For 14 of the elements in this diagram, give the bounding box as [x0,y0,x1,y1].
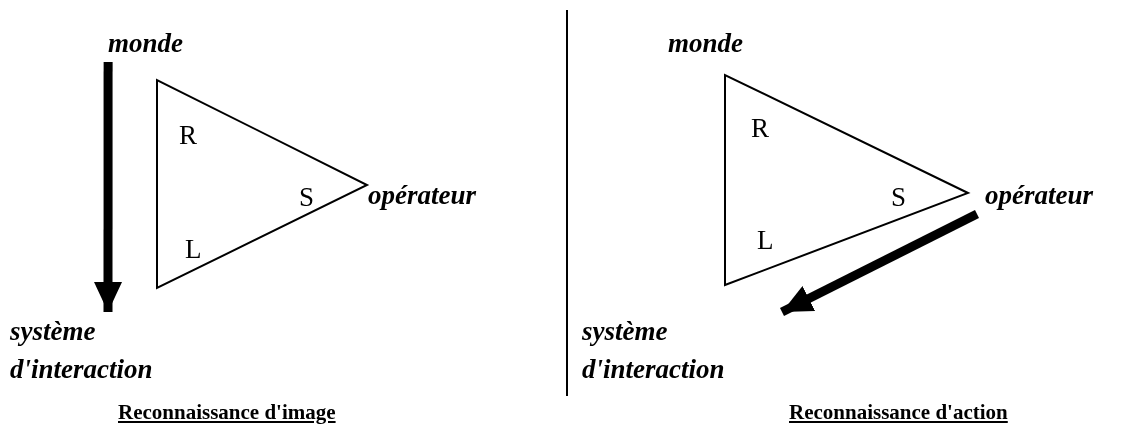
caption-text: Reconnaissance d'image [118,400,336,425]
vertex-letter: S [299,182,315,212]
text-label: système d'interaction [10,312,210,388]
vertex-letter: R [751,113,769,143]
text-label: monde [100,24,190,62]
vertex-letter: R [179,120,197,150]
text-label: monde [668,24,758,62]
vertex-letter: L [757,225,774,255]
vertex-letter: S [891,182,907,212]
text-label: système d'interaction [582,312,782,388]
caption-text: Reconnaissance d'action [789,400,1008,425]
text-label: opérateur [977,176,1140,214]
text-label: opérateur [368,176,518,214]
vertex-letter: L [185,234,202,264]
